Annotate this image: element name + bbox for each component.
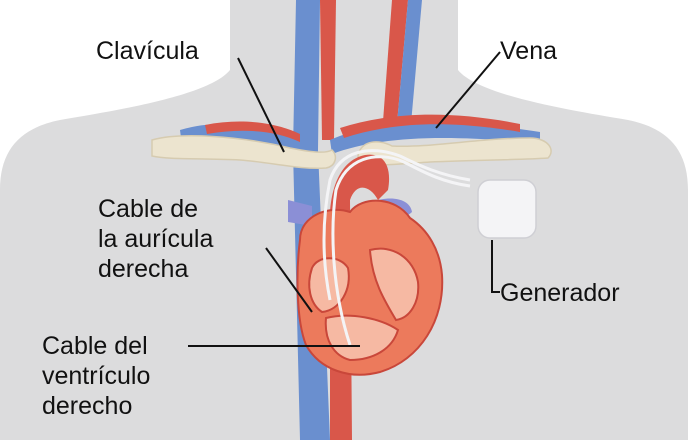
label-cable-auricula-line-3: derecha — [98, 254, 213, 284]
label-generador: Generador — [500, 278, 620, 308]
label-cable-ventriculo: Cable del ventrículo derecho — [42, 331, 150, 421]
carotid-artery-left — [320, 0, 336, 140]
label-cable-ventriculo-line-2: ventrículo — [42, 361, 150, 391]
label-cable-ventriculo-line-3: derecho — [42, 391, 150, 421]
label-vena: Vena — [500, 36, 557, 66]
label-cable-auricula-line-2: la aurícula — [98, 224, 213, 254]
label-clavicula: Clavícula — [96, 36, 199, 66]
generator-device — [478, 180, 536, 238]
label-cable-ventriculo-line-1: Cable del — [42, 331, 150, 361]
label-cable-auricula-line-1: Cable de — [98, 194, 213, 224]
label-cable-auricula: Cable de la aurícula derecha — [98, 194, 213, 284]
